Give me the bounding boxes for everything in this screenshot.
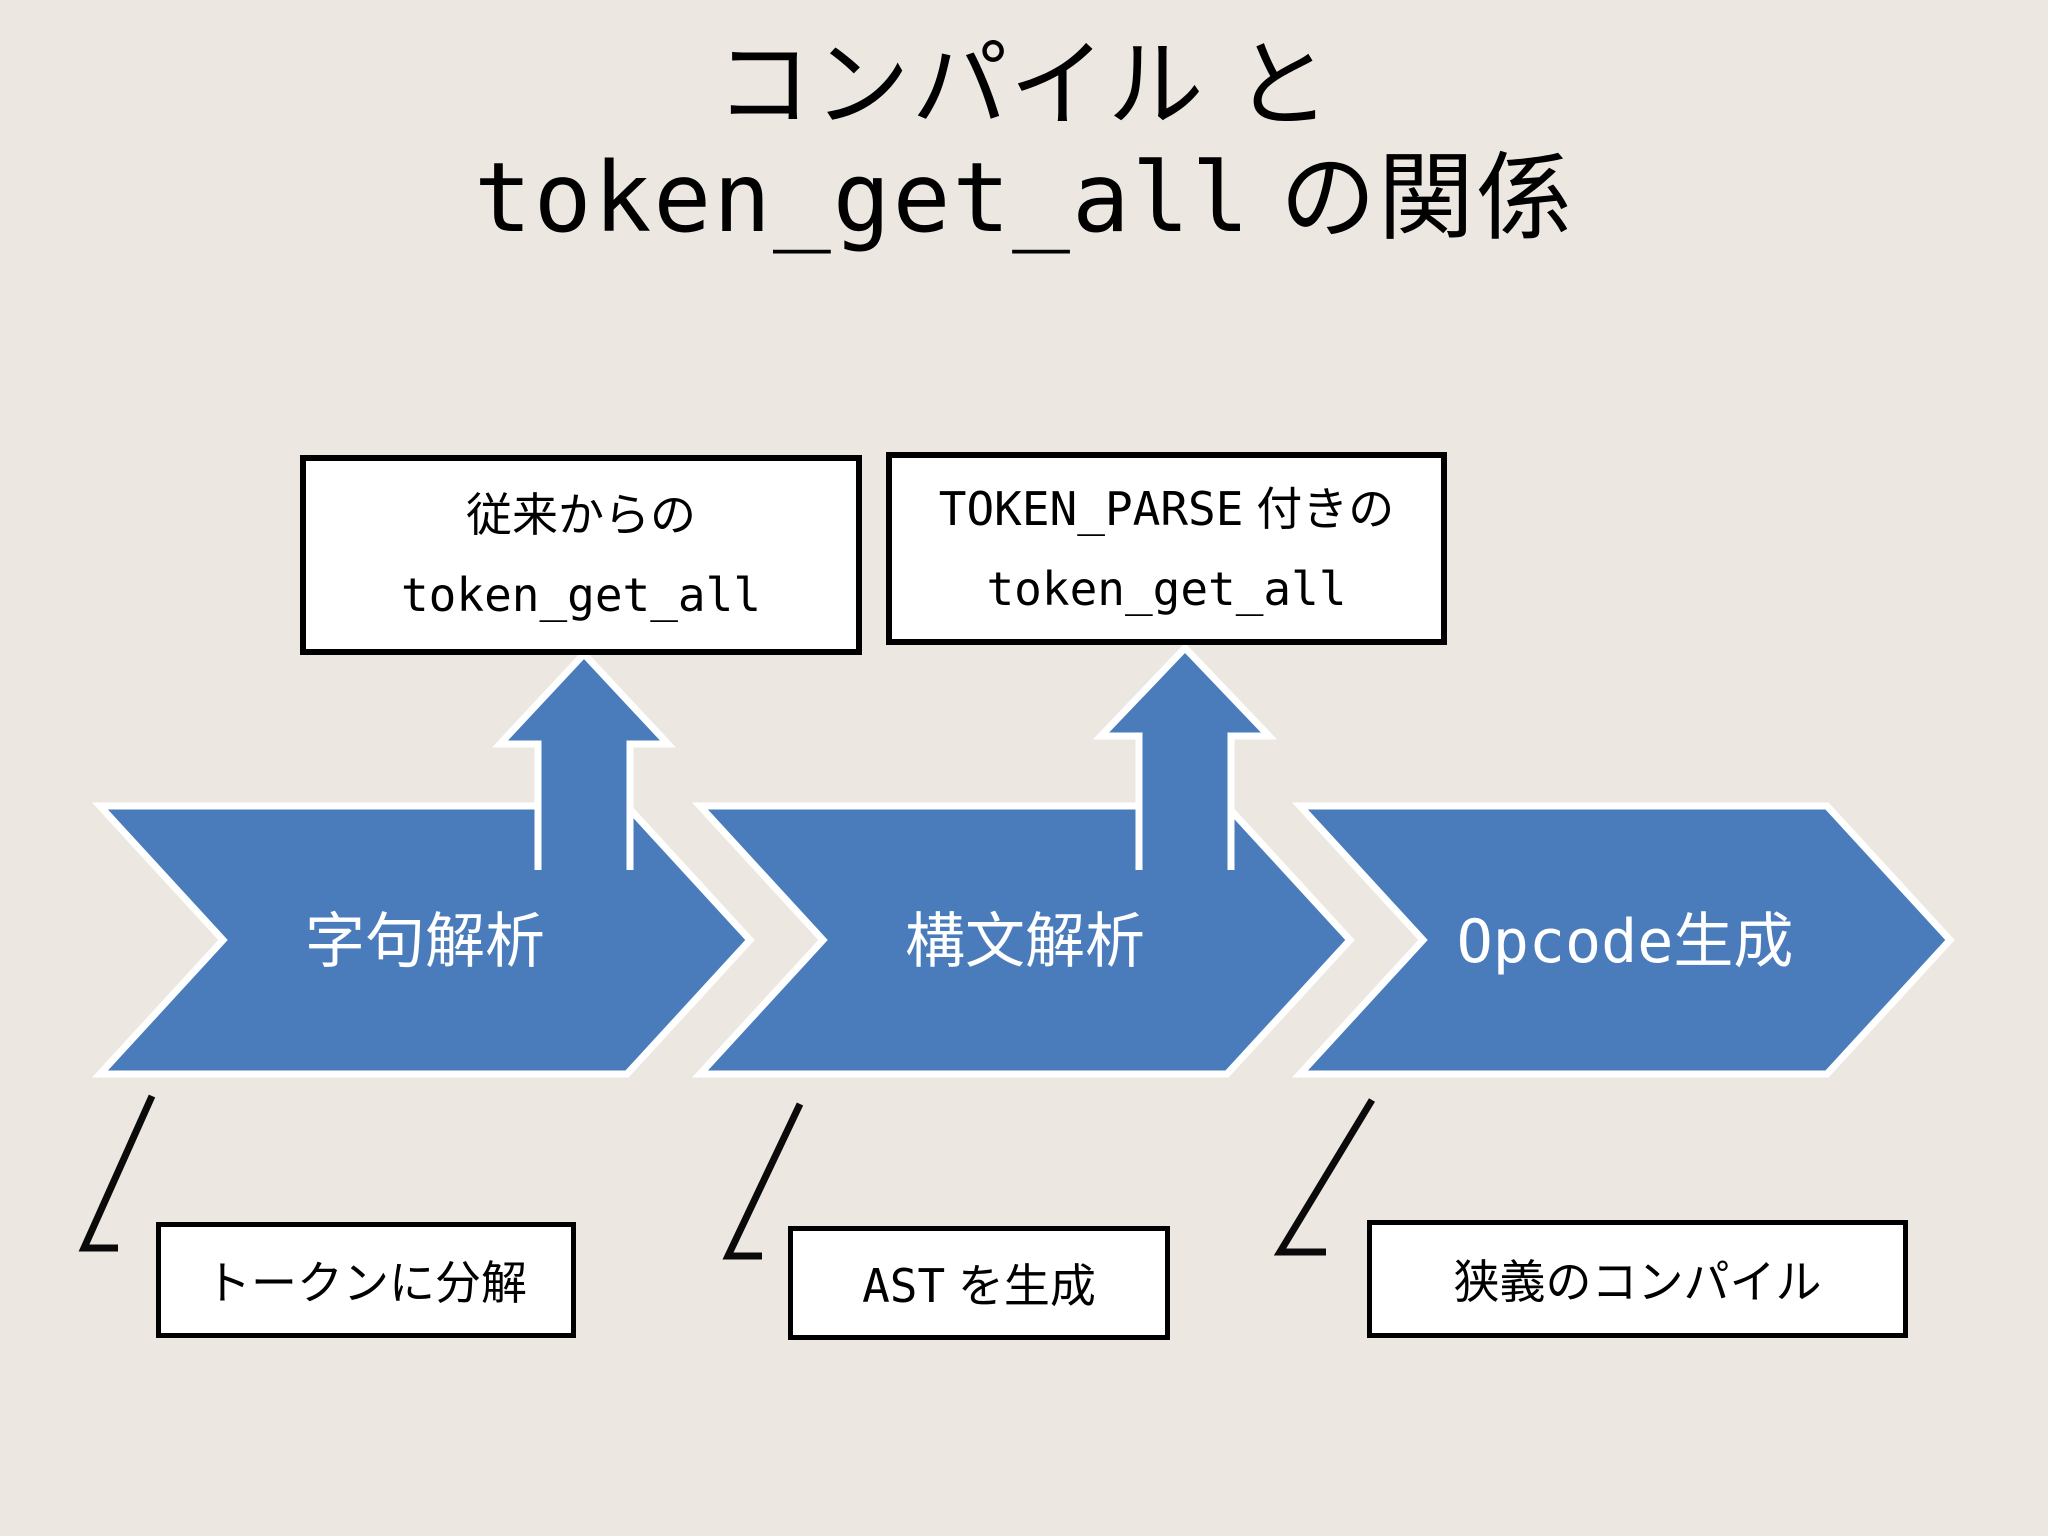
callout-line-1 bbox=[78, 1094, 156, 1252]
box-classic-line1: 従来からの bbox=[466, 475, 696, 555]
callout-line-2 bbox=[722, 1102, 804, 1260]
slide-title: コンパイル と token_get_all の関係 bbox=[0, 30, 2048, 255]
up-arrow-2 bbox=[1092, 642, 1278, 870]
stage-label-3-rest: 生成 bbox=[1673, 908, 1794, 975]
note-2-text: AST を生成 bbox=[862, 1250, 1096, 1316]
slide-title-line2-rest: の関係 bbox=[1251, 145, 1575, 252]
slide-title-line2: token_get_all の関係 bbox=[0, 142, 2048, 255]
box-tokenparse-line2-code: token_get_all bbox=[986, 561, 1347, 616]
note-1-rest: トークンに分解 bbox=[205, 1257, 527, 1309]
note-1-text: トークンに分解 bbox=[205, 1247, 527, 1313]
box-token-parse-token-get-all: TOKEN_PARSE 付きの token_get_all bbox=[886, 452, 1447, 645]
box-classic-line1-rest: 従来からの bbox=[466, 489, 696, 541]
note-3-text: 狭義のコンパイル bbox=[1454, 1246, 1822, 1312]
box-tokenparse-line1: TOKEN_PARSE 付きの bbox=[939, 469, 1394, 549]
stage-label-lexing: 字句解析 bbox=[173, 902, 677, 982]
note-box-narrow-compile: 狭義のコンパイル bbox=[1367, 1220, 1908, 1338]
note-box-ast: AST を生成 bbox=[788, 1226, 1170, 1340]
callout-line-3 bbox=[1273, 1098, 1375, 1256]
box-tokenparse-line1-rest: 付きの bbox=[1243, 482, 1395, 535]
box-classic-line2-code: token_get_all bbox=[400, 568, 762, 622]
note-2-rest: を生成 bbox=[945, 1260, 1096, 1312]
stage-label-parsing: 構文解析 bbox=[773, 902, 1277, 982]
stage-label-2-rest: 構文解析 bbox=[905, 908, 1145, 975]
stage-label-3-code: Opcode bbox=[1456, 907, 1674, 977]
note-3-rest: 狭義のコンパイル bbox=[1453, 1256, 1822, 1308]
note-box-tokenize: トークンに分解 bbox=[156, 1222, 576, 1338]
note-2-code: AST bbox=[862, 1259, 946, 1313]
slide-title-line2-code: token_get_all bbox=[473, 142, 1252, 254]
slide-title-line1: コンパイル と bbox=[715, 32, 1333, 139]
chevron-stage-3 bbox=[1292, 802, 1955, 1078]
box-tokenparse-line1-code: TOKEN_PARSE bbox=[938, 481, 1244, 536]
stage-label-opcode-gen: Opcode生成 bbox=[1373, 902, 1877, 982]
box-classic-token-get-all: 従来からの token_get_all bbox=[300, 455, 862, 655]
stage-label-1-rest: 字句解析 bbox=[305, 908, 545, 975]
